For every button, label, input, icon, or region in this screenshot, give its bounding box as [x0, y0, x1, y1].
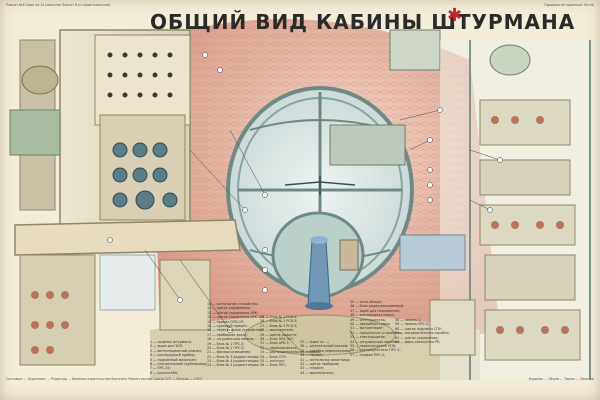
- legend-item: 44 — выключатель;: [300, 370, 335, 375]
- legend-item: 1 — сиденье штурмана;: [150, 340, 192, 344]
- legend-item: 10 — сигнальное устройство;: [207, 302, 259, 306]
- legend-column-2: 10 — сигнальное устройство; 11 — щиток у…: [207, 302, 269, 368]
- legend-item: 45 — окно обзора;: [350, 300, 382, 304]
- legend-item: 11 — щиток управления;: [207, 306, 251, 311]
- legend-item: 3 — вентиляционный клапан;: [150, 348, 202, 353]
- legend-item: 20 — блок № 2 ПРС-5;: [207, 345, 245, 350]
- legend-item: 15 — курсовой прицел;: [207, 323, 248, 328]
- legend-item: 8 — кронштейн;: [150, 370, 179, 375]
- legend-item: 52 — прицельное устройство;: [350, 330, 403, 335]
- legend-item: 53 — электрощиток;: [350, 335, 386, 340]
- legend-item: 29 — щиток радиста;: [260, 332, 298, 337]
- footer-left-note: Составил: ... Художник: ... Редактор ...…: [6, 377, 202, 381]
- legend-item: 5 — подъемный механизм;: [150, 357, 197, 362]
- ceiling-box: [389, 29, 441, 71]
- legend-item: 50 — аварийная сумка;: [350, 321, 391, 326]
- header-right-note: Продажа не подлежит Экз №: [544, 3, 594, 7]
- legend-item: 30 — блок ПАУ-457;: [260, 336, 295, 341]
- left-instrument-panel: [9, 29, 191, 231]
- legend-item: 33 — распределительная коробка;: [260, 350, 321, 355]
- legend-item: 7 — ПРС-45;: [150, 366, 171, 371]
- radar-unit: [329, 124, 406, 166]
- legend-item: 55 — переключатель ОПБ;: [350, 343, 397, 348]
- legend-item: 49 — огнетушитель;: [350, 317, 386, 322]
- legend-item: 24 — блок № 5 радиостанции;: [207, 363, 260, 368]
- legend-item: 36 — блок ПРС;: [260, 363, 287, 368]
- legend-item: 46 — блок радиолокационный;: [350, 304, 405, 309]
- legend-item: 25 — блок № 1 РСБ-5;: [260, 315, 298, 319]
- legend-item: 40 — термос;: [300, 353, 324, 358]
- legend-column-3: 25 — блок № 1 РСБ-5; 26 — блок № 2 РСБ-5…: [260, 315, 321, 368]
- legend-item: 31 — блок АРК-5;: [260, 341, 290, 346]
- callout-markers: [107, 52, 503, 333]
- legend-item: 21 — фонари освещения;: [207, 350, 252, 355]
- legend-item: 37 — ящик со ...;: [300, 340, 329, 344]
- red-star-icon: ✱: [447, 5, 463, 26]
- right-equipment-rack: [399, 40, 600, 380]
- legend-item: 17 — приборная доска;: [207, 332, 248, 337]
- legend-item: 54 — штурманская линейка;: [350, 339, 400, 344]
- legend-item: 59 — панель ПРС-5;: [395, 322, 430, 327]
- legend-item: 62 — щиток управления;: [395, 335, 439, 340]
- legend-item: 56 — распределитель ПРС-5;: [350, 348, 401, 353]
- legend-item: 63 — фара освещения РЛ;: [395, 339, 441, 344]
- legend-item: 35 — аптечка;: [260, 358, 285, 363]
- legend-item: 28 — выключатель;: [260, 328, 295, 333]
- legend-item: 41 — сигнальная ракетница;: [300, 357, 351, 362]
- legend-item: 13 — щиток управления АРК-5 № 1;: [207, 315, 270, 320]
- legend-item: 57 — плафон ПРС-5;: [350, 352, 386, 357]
- legend-item: 27 — блок № 3 РСБ-5;: [260, 323, 298, 328]
- legend-item: 18 — штурманская панель;: [207, 337, 255, 342]
- header-left-note: Плакат №6 Один из 14 плакатов Плакат 6 (…: [6, 3, 111, 7]
- legend-column-5: 45 — окно обзора; 46 — блок радиолокацио…: [350, 300, 404, 357]
- legend-column-6: 58 — панель 1; 59 — панель ПРС-5; 60 — щ…: [395, 318, 450, 344]
- legend-item: 6 — отопительный трубопровод;: [150, 361, 208, 366]
- legend-column-1: 1 — сиденье штурмана; 2 — ящик для ЗИП; …: [150, 340, 207, 375]
- legend-item: 58 — панель 1;: [395, 318, 422, 322]
- legend-item: 51 — фотоаппарат;: [350, 326, 384, 331]
- legend-item: 32 — переключатель;: [260, 345, 298, 350]
- callout-lines: [144, 109, 501, 351]
- legend-column-4: 37 — ящик со ...; 38 — штепсельный разъе…: [300, 340, 351, 375]
- legend-item: 48 — кислородная маска;: [350, 313, 395, 318]
- legend-item: 47 — ящик для снаряжения;: [350, 308, 400, 313]
- legend-item: 22 — блок № 3 радиостанции;: [207, 354, 260, 359]
- legend-item: 23 — блок № 4 радиостанции;: [207, 359, 260, 364]
- legend-item: 12 — щиток управления АРК;: [207, 310, 259, 315]
- legend-item: 39 — коробка переключения;: [300, 348, 352, 353]
- legend-item: 43 — плафон;: [300, 366, 324, 371]
- legend-item: 34 — блок СПУ;: [260, 354, 287, 359]
- navigator-table: [14, 219, 241, 366]
- legend-item: 19 — блок № 1 ПРС-5;: [207, 341, 245, 346]
- legend-item: 2 — ящик для ЗИП;: [150, 344, 184, 349]
- legend-item: 4 — кислородный прибор;: [150, 353, 196, 358]
- legend-item: 42 — щиток приборов;: [300, 361, 340, 366]
- bombsight: [305, 236, 359, 310]
- legend-item: 26 — блок № 2 РСБ-5;: [260, 319, 298, 324]
- legend-item: 60 — щиток подсвета СПУ;: [395, 326, 442, 331]
- legend-item: 14 — прицел ОПБ-1Р;: [207, 319, 245, 324]
- legend-item: 61 — соединительная коробка;: [395, 331, 450, 336]
- poster-title: ОБЩИЙ ВИД КАБИНЫ ШТУРМАНА: [150, 10, 576, 34]
- footer-right-note: Издание ... Объем ... Тираж ... Заказ №: [528, 377, 594, 381]
- legend-item: 38 — штепсельный разъем;: [300, 344, 349, 349]
- legend-item: 16 — переговорное устройство;: [207, 328, 263, 333]
